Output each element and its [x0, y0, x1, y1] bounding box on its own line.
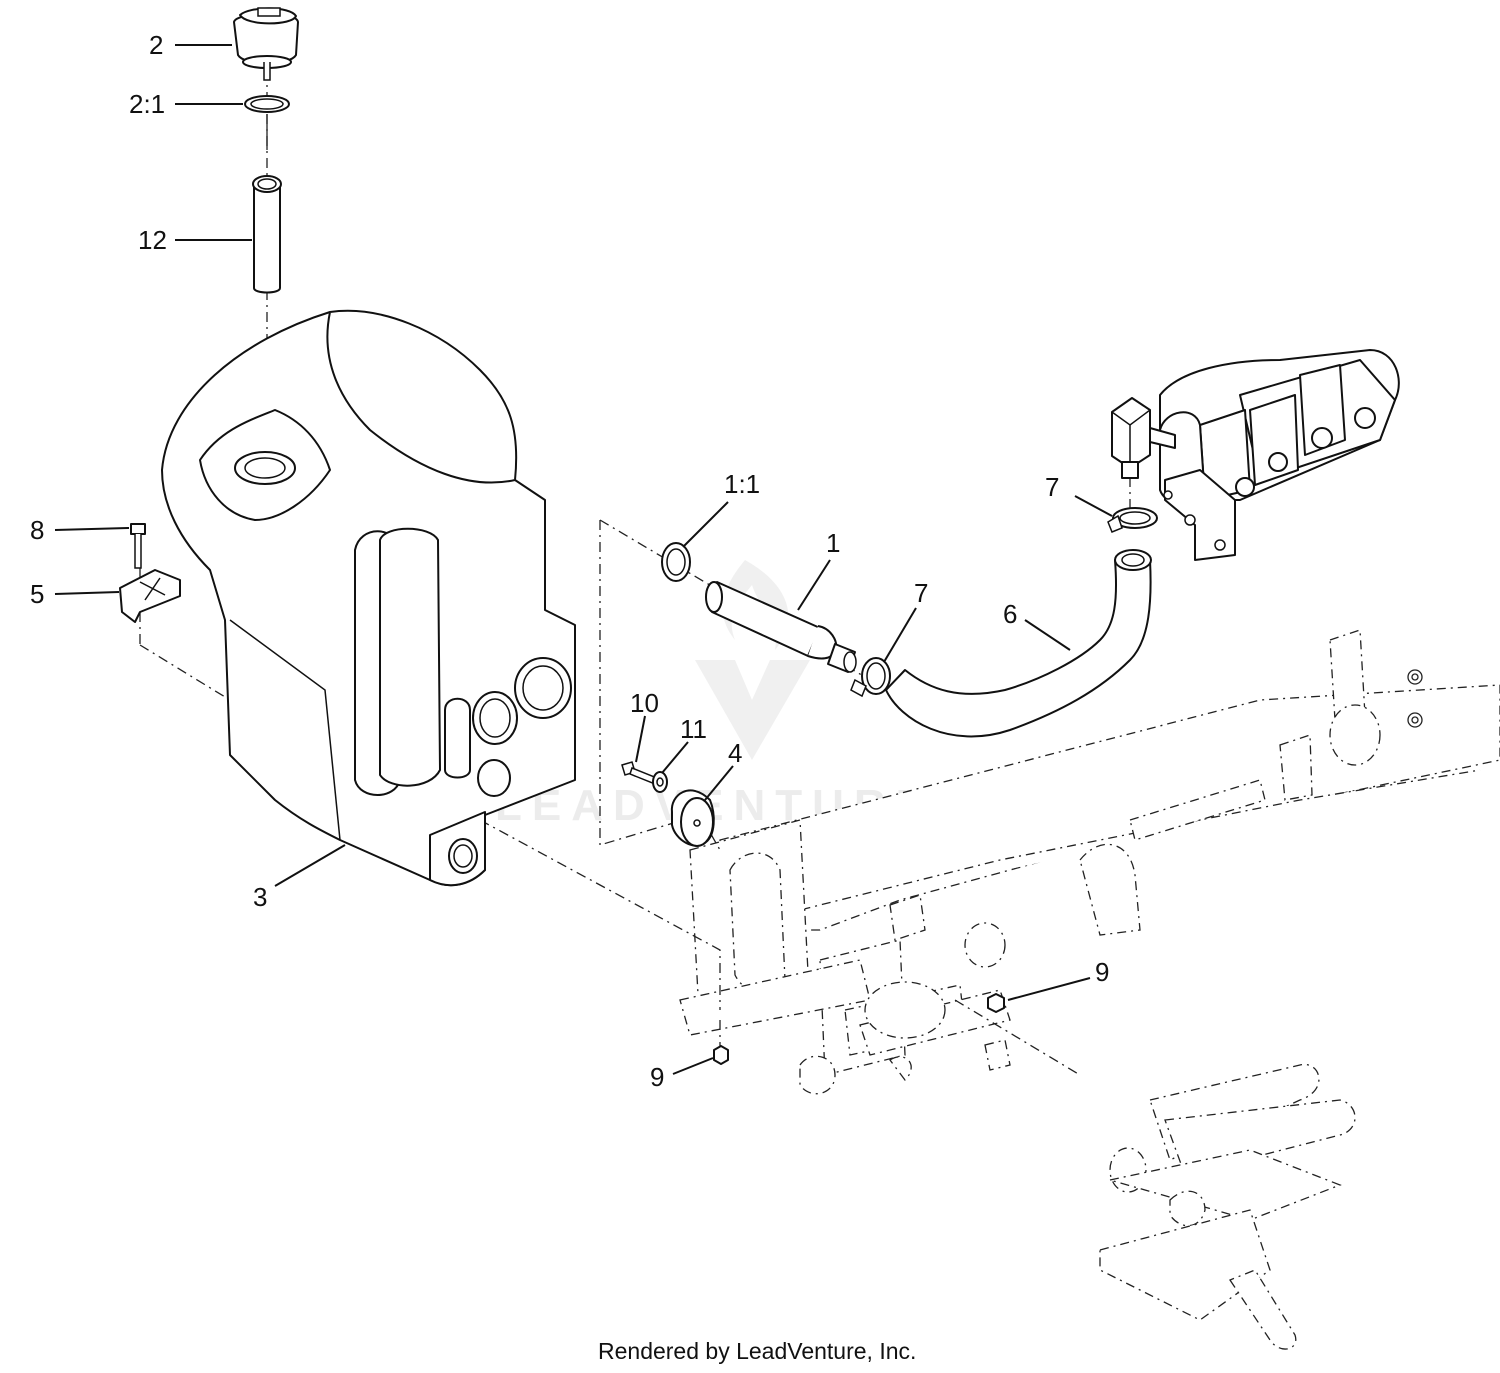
- callout-10: 10: [630, 688, 659, 718]
- washer: [652, 771, 668, 793]
- callout-5: 5: [30, 579, 44, 609]
- callout-labels: 2 2:1 12 8 5 3 1:1 1 7 7 6 10 11 4 9 9: [30, 30, 1109, 1092]
- callout-6: 6: [1003, 599, 1017, 629]
- watermark-logo: [695, 560, 810, 760]
- hose-clamp-lower: [850, 657, 891, 698]
- leader-lines: [54, 44, 1113, 1075]
- callout-11: 11: [680, 714, 707, 744]
- hose-clamp-upper: [1107, 507, 1158, 533]
- nut-upper: [987, 993, 1005, 1013]
- callout-4: 4: [728, 738, 742, 768]
- tank-bracket: [119, 569, 181, 623]
- callout-8: 8: [30, 515, 44, 545]
- callout-1-1: 1:1: [724, 469, 760, 499]
- render-credit: Rendered by LeadVenture, Inc.: [598, 1338, 916, 1364]
- hydraulic-pump: [1111, 349, 1400, 561]
- nut-lower: [713, 1045, 729, 1065]
- filler-tube: [252, 175, 282, 294]
- callout-1: 1: [826, 528, 840, 558]
- hydraulic-tank: [161, 309, 576, 887]
- chassis-frame: [679, 629, 1500, 1350]
- callout-2-1: 2:1: [129, 89, 165, 119]
- rubber-isolator: [670, 789, 715, 847]
- fill-cap: [233, 7, 299, 81]
- cap-o-ring: [244, 95, 290, 150]
- callout-7-upper: 7: [1045, 472, 1059, 502]
- callout-7-lower: 7: [914, 578, 928, 608]
- callout-9-lower: 9: [650, 1062, 664, 1092]
- callout-2: 2: [149, 30, 163, 60]
- callout-12: 12: [138, 225, 167, 255]
- callout-9-upper: 9: [1095, 957, 1109, 987]
- fitting-o-ring: [661, 542, 691, 582]
- bolt: [130, 523, 146, 569]
- hydraulic-hose: [885, 549, 1152, 738]
- suction-fitting: [705, 581, 857, 673]
- callout-3: 3: [253, 882, 267, 912]
